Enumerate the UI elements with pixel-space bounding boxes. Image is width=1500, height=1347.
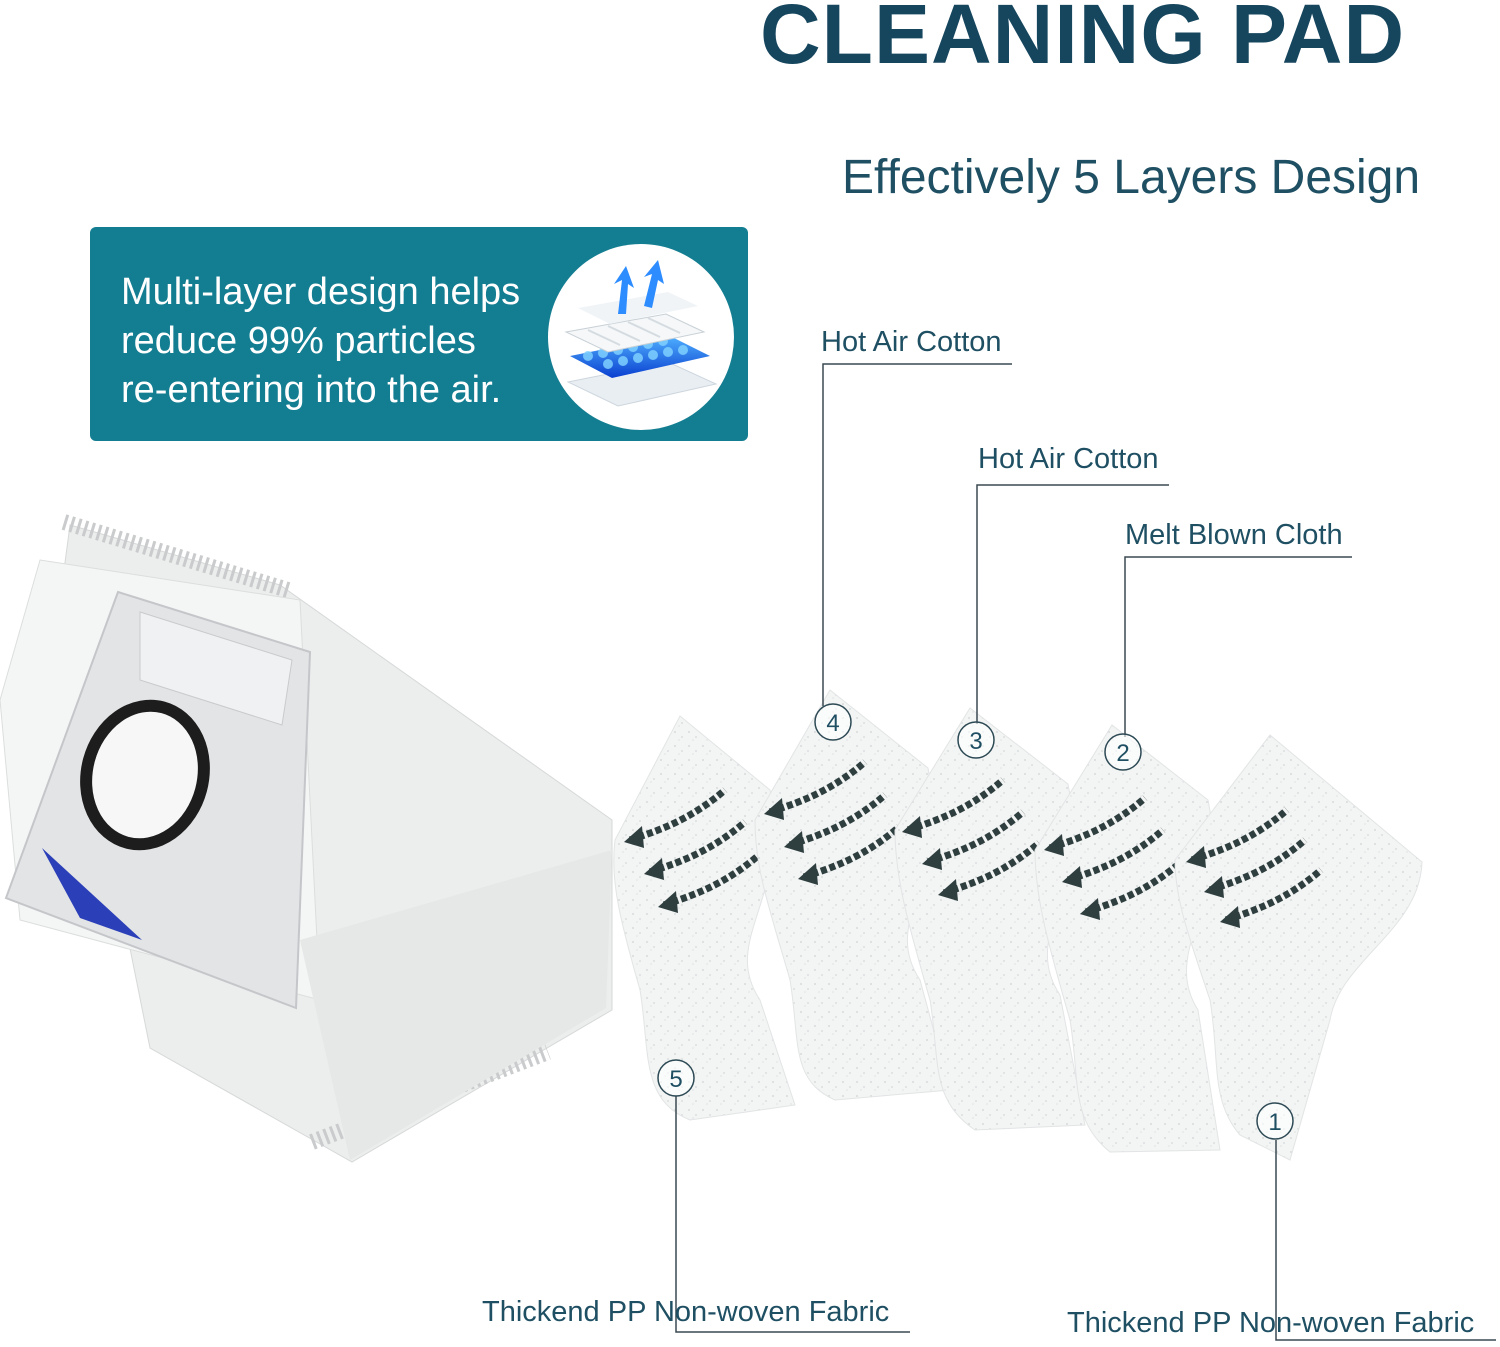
callout-lines xyxy=(675,363,1496,1341)
promo-panel: Multi-layer design helps reduce 99% part… xyxy=(90,227,748,441)
dust-bag-image xyxy=(0,514,613,1163)
filter-layers-icon xyxy=(548,244,734,430)
layer-number-3: 3 xyxy=(969,728,982,755)
layer3-label: Hot Air Cotton xyxy=(978,443,1159,475)
number-badge-3 xyxy=(957,721,995,759)
layer5-label: Thickend PP Non-woven Fabric xyxy=(482,1296,890,1328)
layer4-label: Hot Air Cotton xyxy=(821,326,1002,358)
promo-line: Multi-layer design helps xyxy=(121,271,521,313)
number-badge-1 xyxy=(1256,1102,1294,1140)
layer1-label: Thickend PP Non-woven Fabric xyxy=(1067,1307,1475,1339)
filter-layer-1 xyxy=(1174,734,1423,1161)
layer-number-1: 1 xyxy=(1268,1109,1281,1136)
page-subtitle: Effectively 5 Layers Design xyxy=(842,151,1421,204)
promo-line: re-entering into the air. xyxy=(121,369,502,411)
layer-number-2: 2 xyxy=(1116,740,1129,767)
layer-number-4: 4 xyxy=(826,710,839,737)
number-badge-4 xyxy=(814,703,852,741)
layer2-label: Melt Blown Cloth xyxy=(1125,519,1343,551)
promo-text: Multi-layer design helps reduce 99% part… xyxy=(121,268,520,415)
layer-number-5: 5 xyxy=(669,1066,682,1093)
number-badge-5 xyxy=(657,1059,695,1097)
number-badge-2 xyxy=(1104,733,1142,771)
page-title: CLEANING PAD xyxy=(760,0,1406,81)
promo-line: reduce 99% particles xyxy=(121,320,476,362)
filter-layer-5 xyxy=(613,715,796,1121)
